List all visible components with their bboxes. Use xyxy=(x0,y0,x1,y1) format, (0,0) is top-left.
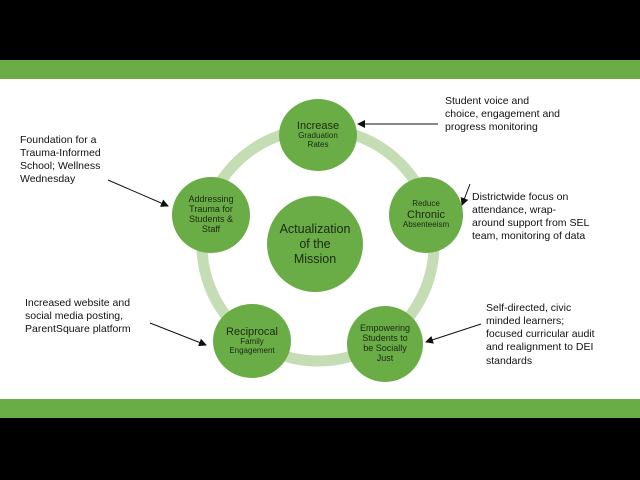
trauma-line-3: Students & xyxy=(188,214,234,224)
note-empower: Self-directed, civic minded learners; fo… xyxy=(486,302,595,367)
center-line-2: of the xyxy=(299,236,331,251)
node-empowering-students: Empowering Students to be Socially Just xyxy=(347,306,423,382)
arrow-trauma xyxy=(107,179,169,207)
note-graduation: Student voice and choice, engagement and… xyxy=(445,95,561,134)
empower-line-3: be Socially xyxy=(363,343,407,353)
family-line-1: Reciprocal xyxy=(226,326,278,339)
empower-line-4: Just xyxy=(376,352,394,363)
bottom-green-band xyxy=(0,399,640,418)
arrow-empower xyxy=(425,323,482,344)
node-family-engagement: Reciprocal Family Engagement xyxy=(213,304,291,378)
trauma-line-4: Staff xyxy=(201,223,221,234)
empower-line-1: Empowering xyxy=(359,323,411,334)
graduation-line-2: Graduation xyxy=(298,131,338,141)
note-family: Increased website and social media posti… xyxy=(25,297,131,336)
family-line-2: Family xyxy=(240,337,264,347)
trauma-line-1: Addressing xyxy=(188,194,234,205)
arrow-chronic xyxy=(460,183,471,206)
note-trauma: Foundation for a Trauma-Informed School;… xyxy=(20,134,101,186)
center-line-1: Actualization xyxy=(279,221,351,236)
node-chronic-absenteeism: Reduce Chronic Absenteeism xyxy=(389,177,463,253)
chronic-line-3: Absenteeism xyxy=(402,220,450,230)
family-line-3: Engagement xyxy=(229,346,275,356)
graduation-line-3: Rates xyxy=(307,140,329,150)
trauma-line-2: Trauma for xyxy=(189,204,233,215)
node-graduation-rates: Increase Graduation Rates xyxy=(279,99,357,171)
chronic-line-1: Reduce xyxy=(412,199,440,209)
node-addressing-trauma: Addressing Trauma for Students & Staff xyxy=(172,177,250,253)
chronic-line-2: Chronic xyxy=(407,208,445,221)
note-chronic: Districtwide focus on attendance, wrap- … xyxy=(472,191,590,243)
top-green-band xyxy=(0,60,640,79)
graduation-line-1: Increase xyxy=(296,120,340,133)
arrow-family xyxy=(149,322,207,347)
center-node-mission: Actualization of the Mission xyxy=(267,196,363,292)
empower-line-2: Students to xyxy=(362,333,408,344)
center-line-3: Mission xyxy=(293,251,337,266)
